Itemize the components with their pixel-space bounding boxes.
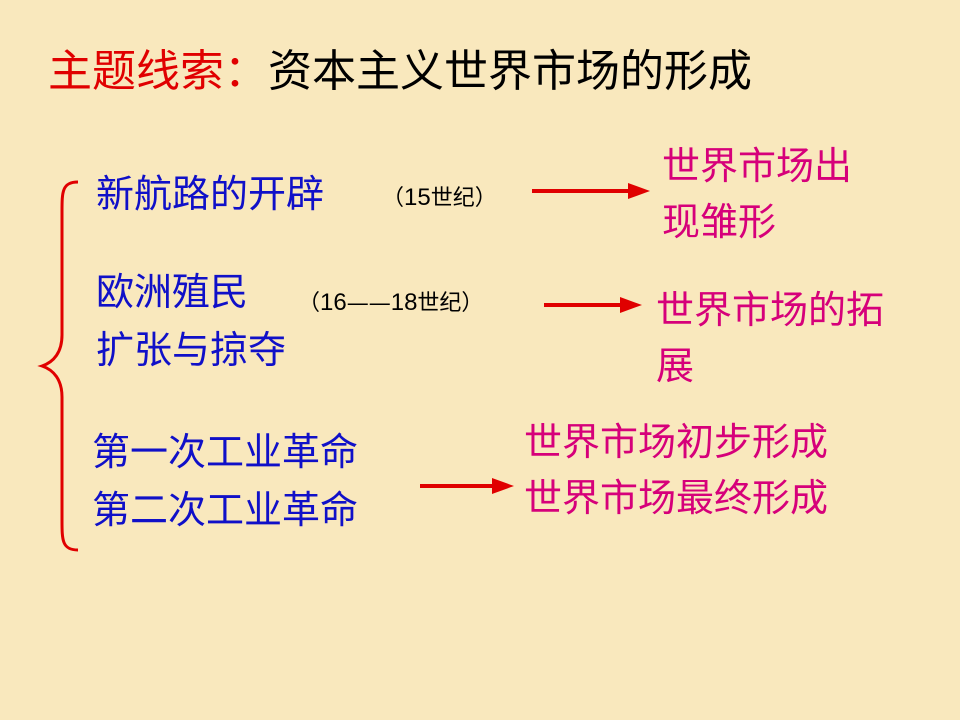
cause-colonial-line-2: 扩张与掠夺 [96,328,287,372]
note-open: （ [298,291,321,316]
result-2-line-2: 展 [656,344,695,388]
arrow-1 [532,183,650,199]
period-note-2: （16——18世纪） [298,288,483,319]
note-num: 15 [404,184,431,211]
result-3-line-2: 世界市场最终形成 [524,476,829,520]
result-1-line-2: 现雏形 [662,200,777,244]
cause-second-industrial-revolution: 第二次工业革命 [92,488,359,532]
note-dash: —— [346,291,391,316]
arrow-3 [420,478,514,494]
cause-new-routes: 新航路的开辟 [96,172,325,216]
cause-colonial-line-1: 欧洲殖民 [96,270,249,314]
note-open: （ [382,186,405,211]
arrow-2 [544,297,642,313]
title-text: 资本主义世界市场的形成 [268,46,752,97]
result-3-line-1: 世界市场初步形成 [524,420,829,464]
note-text: 世纪） [430,186,497,211]
note-num-b: 18 [390,289,418,316]
result-2-line-1: 世界市场的拓 [656,288,885,332]
note-num-a: 16 [320,289,347,316]
period-note-1: （15世纪） [382,183,497,214]
left-brace [37,180,79,552]
result-1-line-1: 世界市场出 [662,144,853,188]
cause-first-industrial-revolution: 第一次工业革命 [92,430,359,474]
note-text: 世纪） [417,291,484,316]
title-label: 主题线索： [48,46,268,97]
slide-title: 主题线索：资本主义世界市场的形成 [48,42,752,102]
